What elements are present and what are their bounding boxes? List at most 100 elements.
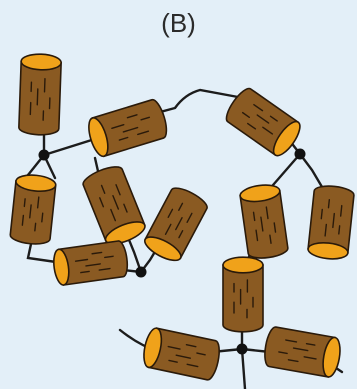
barrel-streak — [126, 114, 138, 119]
barrel-streak — [100, 184, 106, 194]
barrel-streak — [23, 198, 26, 208]
barrel-streak — [269, 234, 272, 244]
barrel-streak — [112, 195, 120, 210]
barrel-streak — [186, 212, 193, 223]
barrel-domain — [239, 184, 289, 259]
barrel-streak — [167, 345, 181, 350]
barrel-end-face — [20, 53, 62, 71]
barrel-streak — [85, 263, 101, 267]
barrel-body — [239, 189, 289, 259]
barrel-end-face — [144, 236, 182, 262]
barrel-streak — [185, 344, 197, 348]
barrel-end-face — [15, 174, 57, 192]
linker-segment — [298, 152, 327, 194]
barrel-domains — [9, 53, 355, 381]
barrel-body — [222, 264, 264, 333]
barrel-streak — [339, 204, 343, 217]
barrel-domain — [53, 240, 129, 286]
panel-label: (B) — [161, 8, 196, 38]
barrel-streak — [303, 356, 317, 360]
barrel-streak — [273, 222, 277, 233]
barrel-streak — [256, 114, 270, 124]
barrel-streak — [140, 116, 151, 121]
barrel-end-face — [104, 221, 146, 245]
barrel-streak — [41, 212, 44, 223]
barrel-streak — [320, 208, 323, 220]
barrel-domain — [264, 326, 341, 378]
barrel-end-face — [53, 248, 70, 286]
barrel-streak — [287, 359, 299, 363]
barrel-streak — [292, 347, 309, 352]
barrel-streak — [253, 103, 264, 112]
barrel-body — [9, 180, 57, 245]
barrel-streak — [260, 216, 264, 232]
barrel-end-face — [88, 117, 109, 158]
barrel-end-face — [322, 336, 341, 378]
barrel-streak — [104, 255, 114, 259]
barrel-streak — [118, 136, 129, 141]
barrel-streak — [99, 197, 105, 208]
barrel-streak — [338, 225, 341, 235]
barrel-streak — [168, 359, 178, 363]
barrel-domain — [9, 174, 57, 245]
barrel-streak — [255, 229, 259, 242]
barrel-streak — [167, 208, 174, 219]
barrel-domain — [307, 185, 355, 260]
barrel-streak — [175, 354, 192, 359]
junction-dot — [236, 343, 248, 355]
barrel-streak — [175, 217, 183, 231]
barrel-domain — [222, 256, 264, 333]
barrel-streak — [252, 211, 256, 222]
barrel-streak — [164, 223, 172, 235]
barrel-streak — [80, 270, 90, 274]
barrel-body — [18, 60, 62, 136]
linker-segment — [240, 347, 247, 389]
barrel-streak — [122, 126, 139, 133]
barrel-streak — [265, 206, 269, 220]
barrel-domain — [225, 87, 301, 157]
barrel-body — [264, 326, 336, 378]
barrel-streak — [21, 214, 25, 226]
barrel-end-face — [239, 184, 281, 203]
barrel-streak — [324, 223, 328, 237]
barrel-streak — [278, 351, 288, 355]
barrel-streak — [123, 203, 128, 213]
barrel-body — [57, 240, 129, 286]
barrel-streak — [196, 352, 206, 356]
barrel-domain — [82, 166, 146, 245]
barrel-domain — [18, 53, 62, 136]
barrel-streak — [332, 212, 335, 229]
barrel-body — [147, 327, 220, 381]
barrel-end-face — [222, 256, 264, 274]
barrel-body — [307, 185, 355, 254]
barrel-streak — [186, 363, 199, 368]
barrel-streak — [178, 229, 184, 239]
barrel-streak — [178, 202, 184, 211]
barrel-streak — [115, 184, 121, 196]
barrel-streak — [29, 204, 32, 219]
barrel-streak — [247, 122, 257, 130]
junction-dot — [294, 148, 306, 160]
barrel-streak — [137, 130, 150, 136]
barrel-streak — [241, 111, 251, 118]
barrel-domain — [88, 98, 168, 158]
barrel-streak — [98, 267, 111, 271]
barrel-end-face — [143, 327, 163, 369]
barrel-streak — [110, 208, 117, 222]
barrel-end-face — [307, 242, 349, 260]
barrel-domain — [144, 187, 208, 262]
barrel-streak — [262, 126, 274, 135]
barrel-streak — [305, 342, 316, 346]
barrel-streak — [36, 88, 39, 106]
barrel-streak — [111, 123, 125, 130]
barrel-streak — [269, 115, 278, 122]
junction-dot — [38, 149, 50, 161]
junction-points — [38, 148, 306, 355]
barrel-body — [91, 98, 168, 158]
barrel-streak — [36, 196, 40, 209]
barrel-streak — [327, 198, 331, 209]
barrel-streak — [285, 339, 298, 343]
barrel-domain — [143, 327, 220, 381]
junction-dot — [135, 266, 147, 278]
